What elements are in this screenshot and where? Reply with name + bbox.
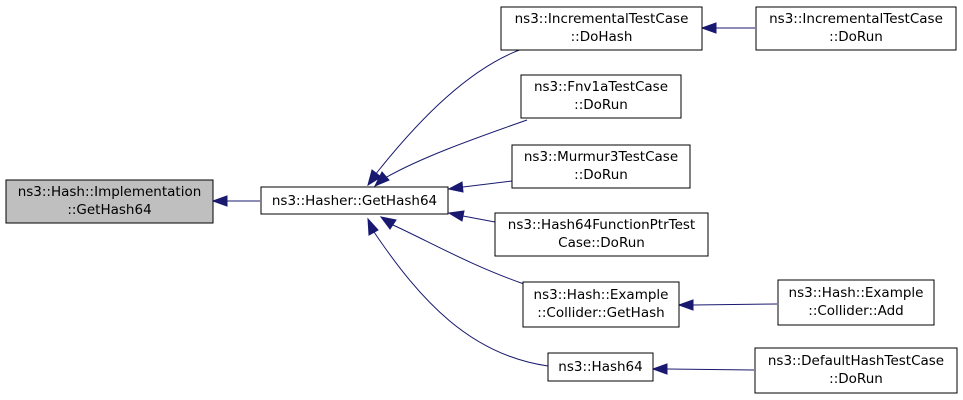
edge-incr-dorun-to-incr-dohash [700, 22, 755, 34]
node-label-line: ns3::IncrementalTestCase [515, 11, 689, 27]
node-default-dorun[interactable]: ns3::DefaultHashTestCase ::DoRun [754, 347, 958, 394]
node-collider-add[interactable]: ns3::Hash::Example ::Collider::Add [777, 279, 935, 326]
node-collider-gethash[interactable]: ns3::Hash::Example ::Collider::GetHash [522, 281, 680, 328]
node-label-line: ::DoHash [571, 29, 633, 45]
node-hash64[interactable]: ns3::Hash64 [547, 352, 654, 382]
node-label-line: ::Collider::GetHash [537, 305, 664, 321]
node-incr-dorun[interactable]: ns3::IncrementalTestCase ::DoRun [755, 6, 957, 51]
edge-fnv-dorun-to-hasher-gethash64 [373, 119, 528, 187]
node-impl-gethash64[interactable]: ns3::Hash::Implementation ::GetHash64 [5, 179, 214, 224]
edge-fptr-dorun-to-hasher-gethash64 [447, 210, 496, 223]
node-label-line: ns3::Fnv1aTestCase [534, 79, 668, 95]
edge-default-dorun-to-hash64 [651, 363, 755, 375]
node-label-line: ::DoRun [829, 29, 883, 45]
node-label-line: ns3::Hash::Example [534, 287, 669, 303]
node-label-line: ns3::Murmur3TestCase [524, 149, 678, 165]
edge-hash64-to-hasher-gethash64 [367, 217, 549, 367]
nodes: ns3::Hash::Implementation ::GetHash64 ns… [5, 6, 958, 394]
node-incr-dohash[interactable]: ns3::IncrementalTestCase ::DoHash [500, 6, 703, 51]
node-label-line: ns3::Hash::Example [789, 285, 924, 301]
node-label-line: ::GetHash64 [67, 202, 151, 218]
node-label-line: ns3::IncrementalTestCase [769, 11, 943, 27]
node-label-line: ::DoRun [829, 371, 883, 387]
node-label-line: ::Collider::Add [808, 303, 903, 319]
node-label-line: ns3::DefaultHashTestCase [768, 353, 944, 369]
node-label-line: ns3::Hash64 [558, 359, 642, 375]
node-label-line: ::DoRun [574, 97, 628, 113]
edge-hasher-gethash64-to-impl-gethash64 [211, 195, 260, 207]
edges [211, 22, 778, 375]
edge-incr-dohash-to-hasher-gethash64 [367, 48, 523, 187]
node-label-line: ns3::Hasher::GetHash64 [272, 193, 437, 209]
edge-collider-add-to-collider-gethash [677, 299, 778, 311]
node-murmur-dorun[interactable]: ns3::Murmur3TestCase ::DoRun [511, 144, 691, 189]
node-hasher-gethash64[interactable]: ns3::Hasher::GetHash64 [260, 186, 449, 215]
node-label-line: Case::DoRun [558, 235, 645, 251]
node-fnv-dorun[interactable]: ns3::Fnv1aTestCase ::DoRun [520, 74, 682, 119]
node-label-line: ::DoRun [574, 167, 628, 183]
node-label-line: ns3::Hash64FunctionPtrTest [508, 217, 695, 233]
node-label-line: ns3::Hash::Implementation [18, 184, 202, 200]
edge-murmur-dorun-to-hasher-gethash64 [447, 180, 513, 193]
edge-collider-gethash-to-hasher-gethash64 [379, 216, 525, 285]
node-fptr-dorun[interactable]: ns3::Hash64FunctionPtrTest Case::DoRun [494, 212, 709, 257]
